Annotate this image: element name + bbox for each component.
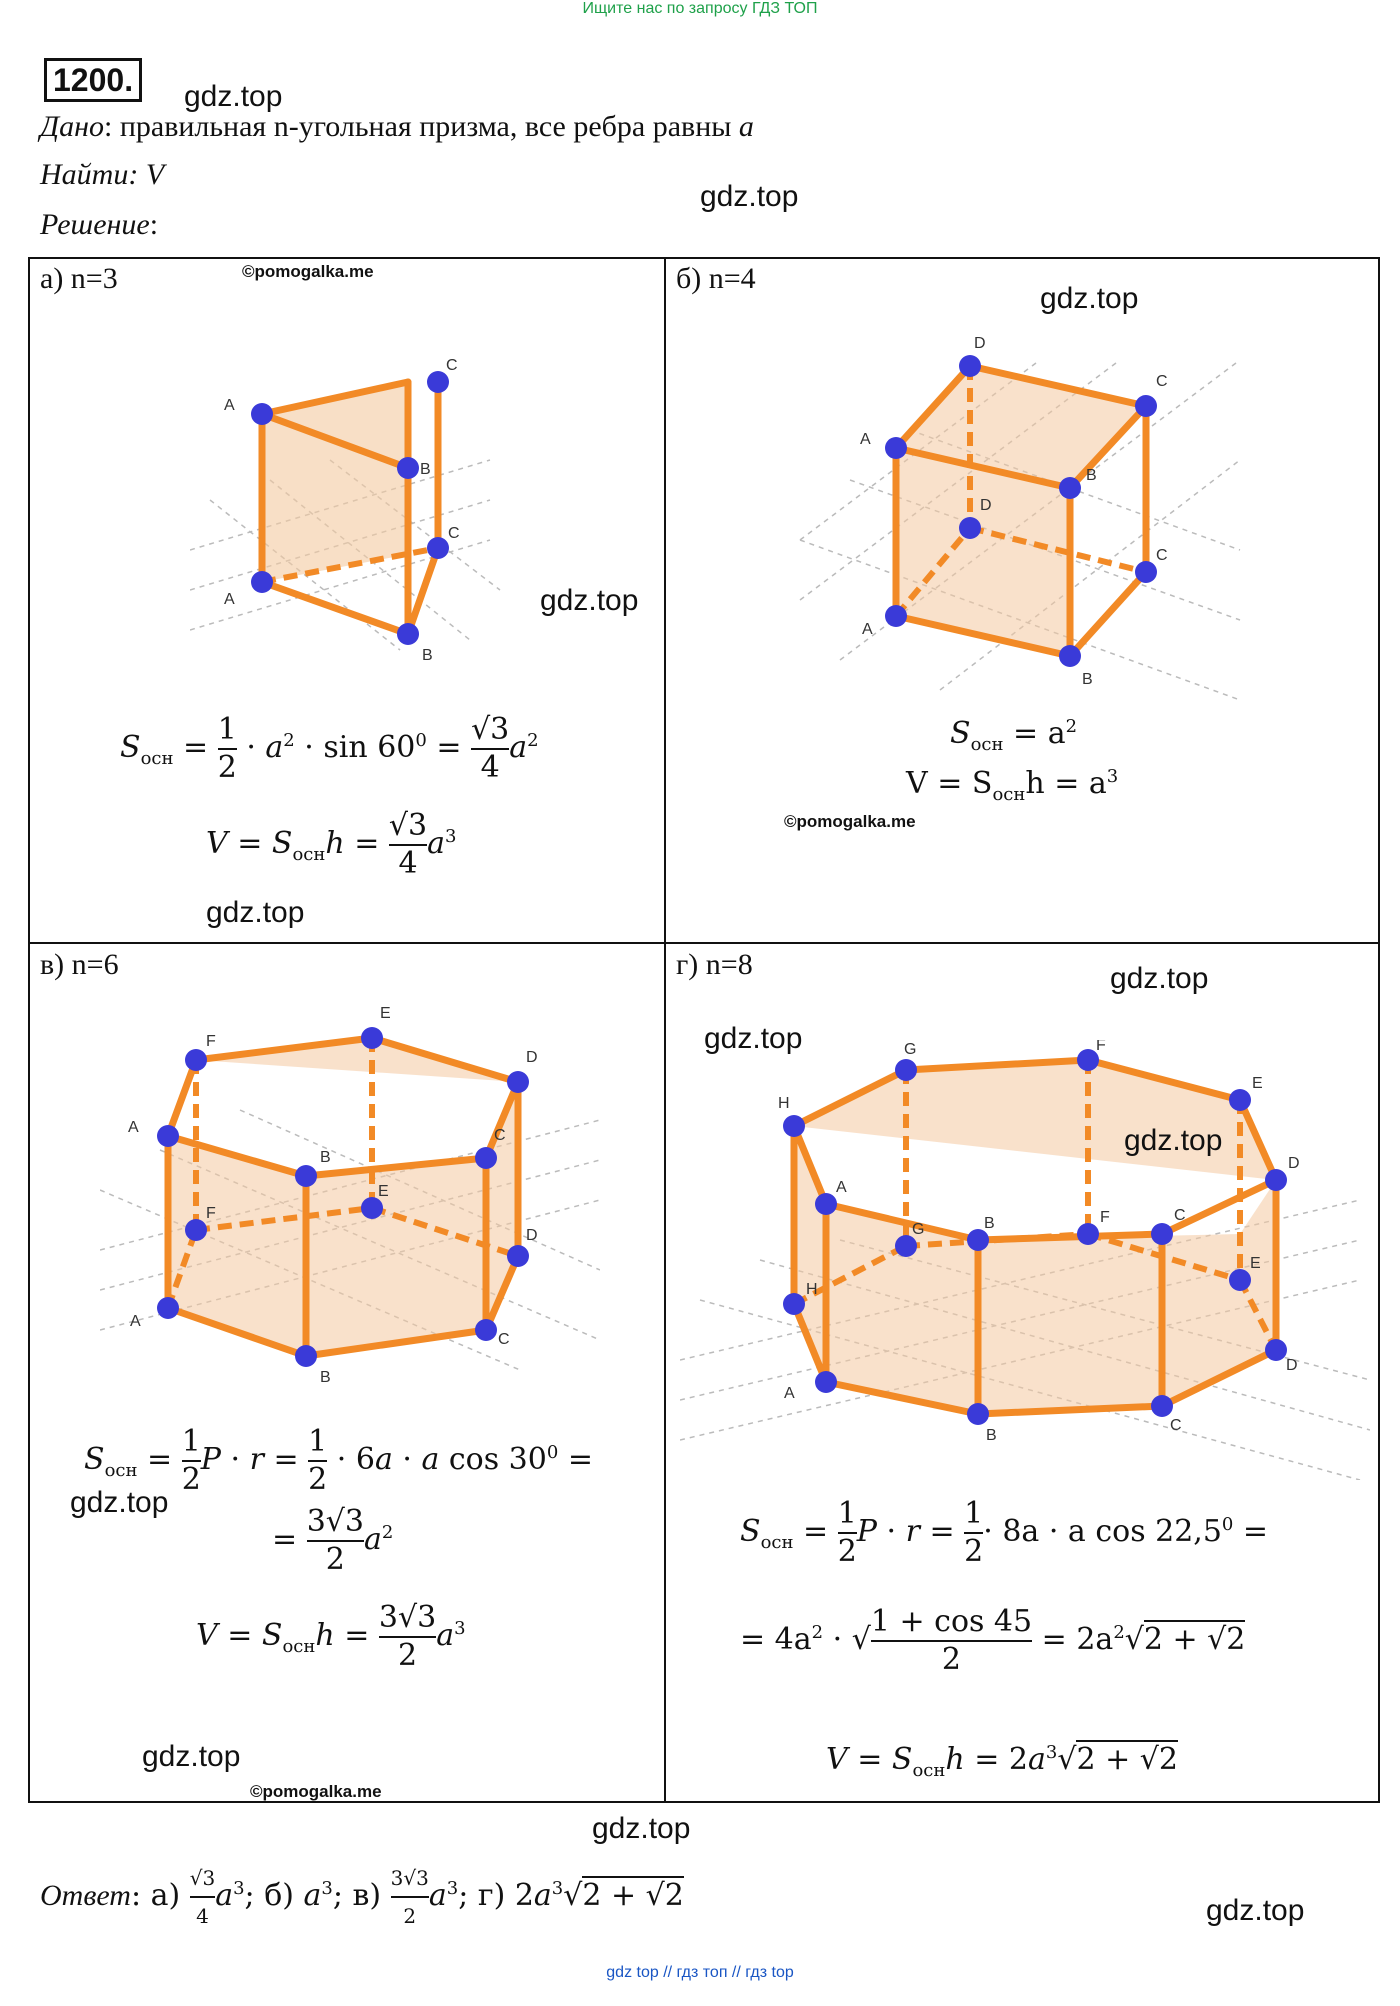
watermark-gdz: gdz.top [1110,962,1209,995]
svg-text:D: D [980,497,992,514]
given-var: a [738,110,754,143]
svg-text:E: E [378,1183,389,1200]
watermark-gdz: gdz.top [1124,1124,1223,1157]
svg-text:E: E [1252,1075,1263,1092]
svg-text:A: A [860,431,871,448]
svg-text:A: A [862,621,873,638]
octagonal-prism-figure: H G F E D C B A H A B C D E F G [680,1040,1370,1480]
svg-text:A: A [836,1179,847,1196]
vertex-label: A [224,591,235,608]
watermark-pomogalka: ©pomogalka.me [242,262,374,281]
svg-text:B: B [984,1215,995,1232]
watermark-gdz: gdz.top [184,80,283,113]
given-line: Дано: правильная n-угольная призма, все … [40,110,754,144]
watermark-gdz: gdz.top [1040,282,1139,315]
given-text: : правильная n-угольная призма, все ребр… [103,110,739,143]
footer-links[interactable]: gdz top // гдз топ // гдз top [606,1964,794,1981]
svg-text:C: C [1170,1417,1182,1434]
problem-number: 1200. [44,58,143,102]
hexagonal-prism-figure: F E D C B A A B C D E F [100,1005,600,1386]
svg-text:B: B [1086,467,1097,484]
solution-grid [28,257,1380,1803]
watermark-gdz: gdz.top [70,1486,169,1519]
cell-b-volume-formula: V = Sоснh = a3 [906,766,1119,805]
svg-text:C: C [1156,373,1168,390]
svg-text:A: A [128,1119,139,1136]
find-line: Найти: V [40,158,164,192]
vertex-label: A [224,397,235,414]
svg-text:G: G [904,1041,916,1058]
svg-text:B: B [1082,671,1093,688]
svg-text:D: D [526,1227,538,1244]
triangular-prism-figure: A C B A B C [190,357,501,660]
svg-text:B: B [986,1427,997,1444]
watermark-gdz: gdz.top [1206,1894,1305,1927]
svg-text:F: F [206,1205,216,1222]
svg-text:F: F [1096,1040,1106,1054]
solution-line: Решение: [40,208,158,242]
cell-d-label: г) n=8 [676,948,753,981]
watermark-gdz: gdz.top [206,896,305,929]
cell-b-label: б) n=4 [676,262,756,295]
svg-text:A: A [130,1313,141,1330]
svg-text:E: E [380,1005,391,1022]
square-prism-figure: A D C B A D C B [799,335,1241,700]
svg-text:D: D [1288,1155,1300,1172]
svg-text:A: A [784,1385,795,1402]
svg-text:H: H [806,1281,818,1298]
svg-text:E: E [1250,1255,1261,1272]
svg-text:C: C [494,1127,506,1144]
vertex-label: B [422,647,433,660]
cell-d-volume-formula: V = Sоснh = 2a3√2 + √2 [826,1740,1178,1781]
svg-text:D: D [1286,1357,1298,1374]
svg-text:H: H [778,1095,790,1112]
solution-label: Решение [40,208,150,241]
find-text: : V [128,158,165,191]
vertex-label: C [446,357,458,374]
watermark-gdz: gdz.top [700,180,799,213]
vertex-label: C [448,525,460,542]
given-label: Дано [40,110,104,143]
watermark-gdz: gdz.top [142,1740,241,1773]
svg-text:F: F [1100,1209,1110,1226]
watermark-gdz: gdz.top [540,584,639,617]
svg-text:B: B [320,1149,331,1166]
top-banner: Ищите нас по запросу ГДЗ ТОП [582,0,818,17]
watermark-gdz: gdz.top [704,1022,803,1055]
svg-text:B: B [320,1369,331,1386]
cell-a-label: а) n=3 [40,262,118,295]
svg-text:D: D [974,335,986,352]
solution-colon: : [149,208,159,241]
svg-text:G: G [912,1221,924,1238]
watermark-pomogalka: ©pomogalka.me [250,1782,382,1801]
svg-text:C: C [1174,1207,1186,1224]
vertex-label: B [420,461,431,478]
grid-divider-horizontal [28,942,1380,944]
watermark-gdz: gdz.top [592,1812,691,1845]
find-label: Найти [40,158,129,191]
watermark-pomogalka: ©pomogalka.me [784,812,916,831]
svg-text:D: D [526,1049,538,1066]
svg-text:C: C [498,1331,510,1348]
cell-b-area-formula: Sосн = a2 [950,716,1078,755]
grid-divider-vertical [664,257,666,1803]
cell-c-label: в) n=6 [40,948,119,981]
svg-text:F: F [206,1033,216,1050]
svg-text:C: C [1156,547,1168,564]
